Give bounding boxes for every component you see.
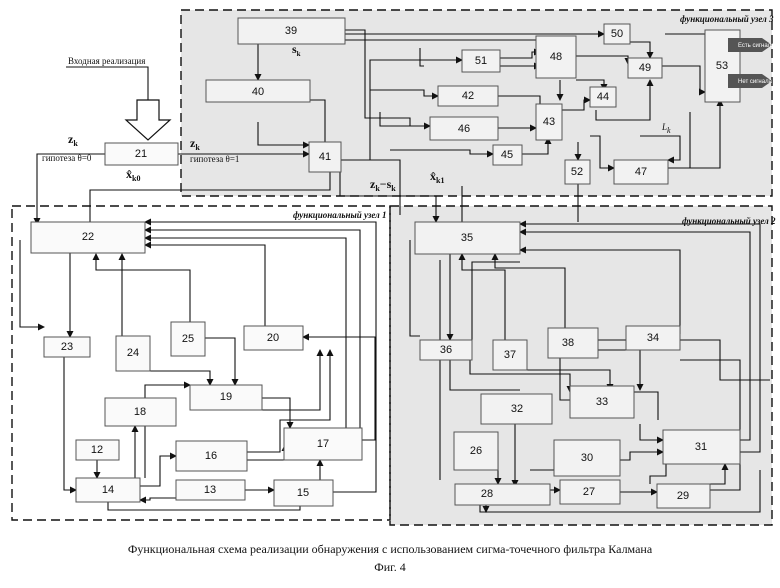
block-37-label: 37	[504, 349, 516, 361]
node3-label: функциональный узел 3	[680, 14, 774, 24]
block-17-label: 17	[317, 438, 329, 450]
block-50-label: 50	[611, 28, 623, 40]
block-47-label: 47	[635, 166, 647, 178]
block-25-label: 25	[182, 333, 194, 345]
block-35-label: 35	[461, 232, 473, 244]
block-33-label: 33	[596, 396, 608, 408]
block-32-label: 32	[511, 403, 523, 415]
block-41-label: 41	[319, 151, 331, 163]
node1-label: функциональный узел 1	[293, 210, 387, 220]
block-30-label: 30	[581, 452, 593, 464]
block-43-label: 43	[543, 116, 555, 128]
input-label: Входная реализация	[68, 56, 145, 66]
xhat-0-label: x̂k0	[126, 167, 140, 183]
block-22-label: 22	[82, 231, 94, 243]
block-16-label: 16	[205, 450, 217, 462]
block-48-label: 48	[550, 51, 562, 63]
block-26-label: 26	[470, 445, 482, 457]
block-24-label: 24	[127, 347, 139, 359]
zk-left-label: zk	[68, 132, 78, 148]
block-49-label: 49	[639, 62, 651, 74]
hypothesis-1-label: гипотеза θ=1	[190, 154, 239, 164]
block-23-label: 23	[61, 341, 73, 353]
block-15-label: 15	[297, 487, 309, 499]
block-27-label: 27	[583, 486, 595, 498]
block-40-label: 40	[252, 86, 264, 98]
block-18-label: 18	[134, 406, 146, 418]
block-21-label: 21	[135, 148, 147, 160]
block-44-label: 44	[597, 91, 609, 103]
output-yes-label: Есть сигнала	[738, 43, 775, 49]
block-31-label: 31	[695, 441, 707, 453]
figure-number: Фиг. 4	[0, 560, 780, 575]
block-13-label: 13	[204, 484, 216, 496]
block-14-label: 14	[102, 484, 114, 496]
block-45-label: 45	[501, 149, 513, 161]
block-52-label: 52	[571, 166, 583, 178]
block-46-label: 46	[458, 123, 470, 135]
block-29-label: 29	[677, 490, 689, 502]
block-51-label: 51	[475, 55, 487, 67]
block-12-label: 12	[91, 444, 103, 456]
block-20-label: 20	[267, 332, 279, 344]
block-38-label: 38	[562, 337, 574, 349]
block-19-label: 19	[220, 391, 232, 403]
block-39-label: 39	[285, 25, 297, 37]
output-no-label: Нет сигнала	[738, 79, 773, 85]
block-42-label: 42	[462, 90, 474, 102]
input-wire	[66, 67, 148, 110]
block-34-label: 34	[647, 332, 659, 344]
figure-caption: Функциональная схема реализации обнаруже…	[0, 542, 780, 557]
block-36-label: 36	[440, 344, 452, 356]
input-arrow-icon	[126, 100, 170, 140]
block-28-label: 28	[481, 488, 493, 500]
block-28[interactable]	[455, 484, 550, 505]
block-53-label: 53	[716, 60, 728, 72]
hypothesis-0-label: гипотеза θ=0	[42, 153, 92, 163]
